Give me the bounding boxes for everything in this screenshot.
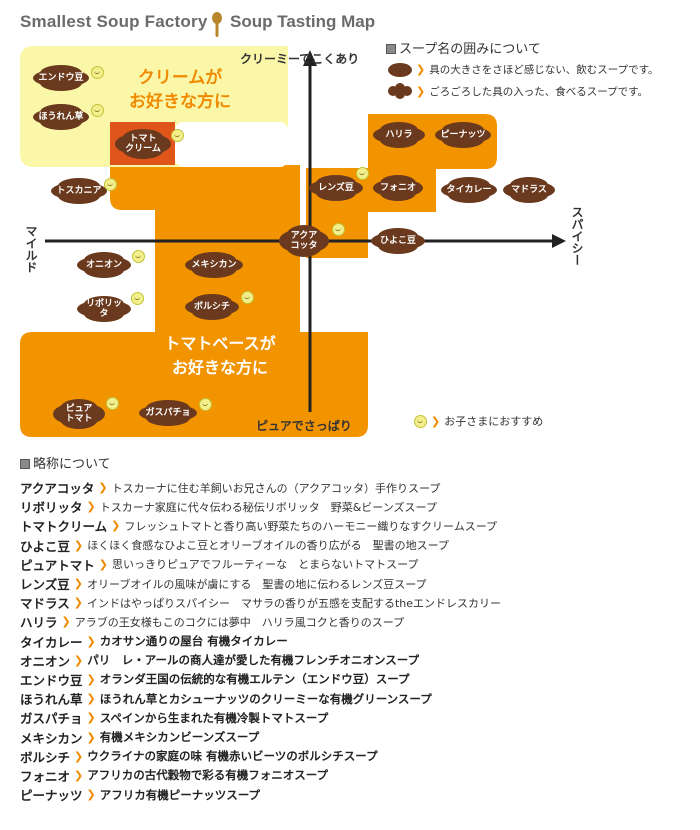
legend-kids: ❯ お子さまにおすすめ (414, 413, 543, 429)
legend-item-eat: ❯ ごろごろした具の入った、食べるスープです。 (388, 83, 648, 99)
kid-smile-icon (106, 397, 119, 410)
abbr-list: アクアコッタ❯トスカーナに住む羊飼いお兄さんの（アクアコッタ）手作りスープ リボ… (20, 478, 690, 804)
arrow-up-icon (303, 50, 317, 66)
soup-endou[interactable]: エンドウ豆 (38, 68, 84, 88)
title-left: Smallest Soup Factory (20, 12, 208, 31)
abbr-row: フォニオ❯アフリカの古代穀物で彩る有機フォニオスープ (20, 768, 329, 784)
soup-map (20, 46, 566, 437)
kid-smile-icon (332, 223, 345, 236)
abbr-row: トマトクリーム❯フレッシュトマトと香り高い野菜たちのハーモニー織りなすクリームス… (20, 519, 498, 535)
kid-smile-icon (91, 104, 104, 117)
soup-thaicurry[interactable]: タイカレー (446, 180, 492, 200)
kid-smile-icon (171, 129, 184, 142)
abbr-row: アクアコッタ❯トスカーナに住む羊飼いお兄さんの（アクアコッタ）手作りスープ (20, 481, 441, 497)
soup-acquacotta[interactable]: アクア コッタ (284, 228, 324, 254)
soup-ribollita[interactable]: リボリッタ (82, 299, 126, 319)
arrow-icon: ❯ (431, 414, 441, 428)
soup-puretomato[interactable]: ピュア トマト (58, 402, 100, 426)
abbr-row: ガスパチョ❯スペインから生まれた有機冷製トマトスープ (20, 710, 329, 727)
kid-smile-icon (414, 414, 427, 428)
chunky-blob-icon (388, 83, 412, 99)
square-bullet-icon (20, 459, 30, 469)
soup-peanuts[interactable]: ピーナッツ (440, 125, 486, 145)
axis-bottom-label: ピュアでさっぱり (256, 419, 352, 433)
soup-fonio[interactable]: フォニオ (378, 178, 418, 198)
square-bullet-icon (386, 44, 396, 54)
abbr-row: メキシカン❯有機メキシカンビーンズスープ (20, 730, 260, 746)
arrow-icon: ❯ (416, 84, 426, 98)
soup-onion[interactable]: オニオン (82, 255, 126, 275)
abbr-row: エンドウ豆❯オランダ王国の伝統的な有機エルテン（エンドウ豆）スープ (20, 672, 410, 688)
axis-top-label: クリーミーでこくあり (240, 52, 360, 66)
abbr-row: レンズ豆❯オリーブオイルの風味が虜にする 聖書の地に伝わるレンズ豆スープ (20, 577, 427, 593)
tomato-region-label: トマトベースが お好きな方に (164, 334, 276, 377)
cream-region-label: クリームが お好きな方に (129, 68, 231, 112)
kid-smile-icon (104, 178, 117, 191)
abbr-row: ほうれん草❯ほうれん草とカシューナッツのクリーミーな有機グリーンスープ (20, 691, 432, 708)
soup-hourensou[interactable]: ほうれん草 (38, 107, 84, 127)
abbr-row: ボルシチ❯ウクライナの家庭の味 有機赤いビーツのボルシチスープ (20, 749, 378, 765)
kid-smile-icon (199, 398, 212, 411)
abbr-heading: 略称について (20, 453, 111, 472)
white-gap (175, 122, 288, 167)
soup-madras[interactable]: マドラス (508, 180, 550, 200)
abbr-row: オニオン❯パリ レ・アールの商人達が愛した有機フレンチオニオンスープ (20, 653, 420, 669)
axis-left-label: マイルド (24, 225, 38, 273)
abbr-row: リボリッタ❯トスカーナ家庭に代々伝わる秘伝リボリッタ 野菜&ビーンズスープ (20, 500, 437, 516)
legend-heading: スープ名の囲みについて (386, 38, 541, 57)
abbr-row: マドラス❯インドはやっぱりスパイシー マサラの香りが五感を支配するtheエンドレ… (20, 596, 502, 612)
soup-gazpacho[interactable]: ガスパチョ (144, 403, 192, 423)
abbr-row: ピュアトマト❯思いっきりピュアでフルーティーな とまらないトマトスープ (20, 557, 419, 573)
soup-tomatocream[interactable]: トマト クリーム (120, 132, 166, 156)
kid-smile-icon (241, 291, 254, 304)
abbr-row: ひよこ豆❯ほくほく食感なひよこ豆とオリーブオイルの香り広がる 聖書の地スープ (20, 538, 449, 554)
kid-smile-icon (91, 66, 104, 79)
abbr-row: ピーナッツ❯アフリカ有機ピーナッツスープ (20, 787, 261, 804)
tomato-region (20, 122, 368, 437)
spoon-icon (212, 12, 222, 37)
title-right: Soup Tasting Map (230, 12, 376, 31)
abbr-row: タイカレー❯カオサン通りの屋台 有機タイカレー (20, 634, 288, 650)
arrow-right-icon (552, 234, 566, 248)
soup-mexican[interactable]: メキシカン (190, 255, 238, 275)
soup-lentil[interactable]: レンズ豆 (314, 178, 358, 198)
soup-hiyoko[interactable]: ひよこ豆 (376, 231, 420, 251)
kid-smile-icon (131, 292, 144, 305)
soup-toscana[interactable]: トスカニア (56, 181, 102, 201)
arrow-icon: ❯ (416, 63, 426, 76)
kid-smile-icon (132, 250, 145, 263)
abbr-row: ハリラ❯アラブの王女様もこのコクには夢中 ハリラ風コクと香りのスープ (20, 615, 405, 631)
kid-smile-icon (356, 167, 369, 180)
soup-borscht[interactable]: ボルシチ (190, 297, 234, 317)
legend-item-drink: ❯ 具の大きさをさほど感じない、飲むスープです。 (388, 62, 659, 77)
smooth-blob-icon (388, 62, 412, 77)
soup-harira[interactable]: ハリラ (378, 125, 420, 145)
axis-right-label: スパイシー (570, 206, 584, 266)
